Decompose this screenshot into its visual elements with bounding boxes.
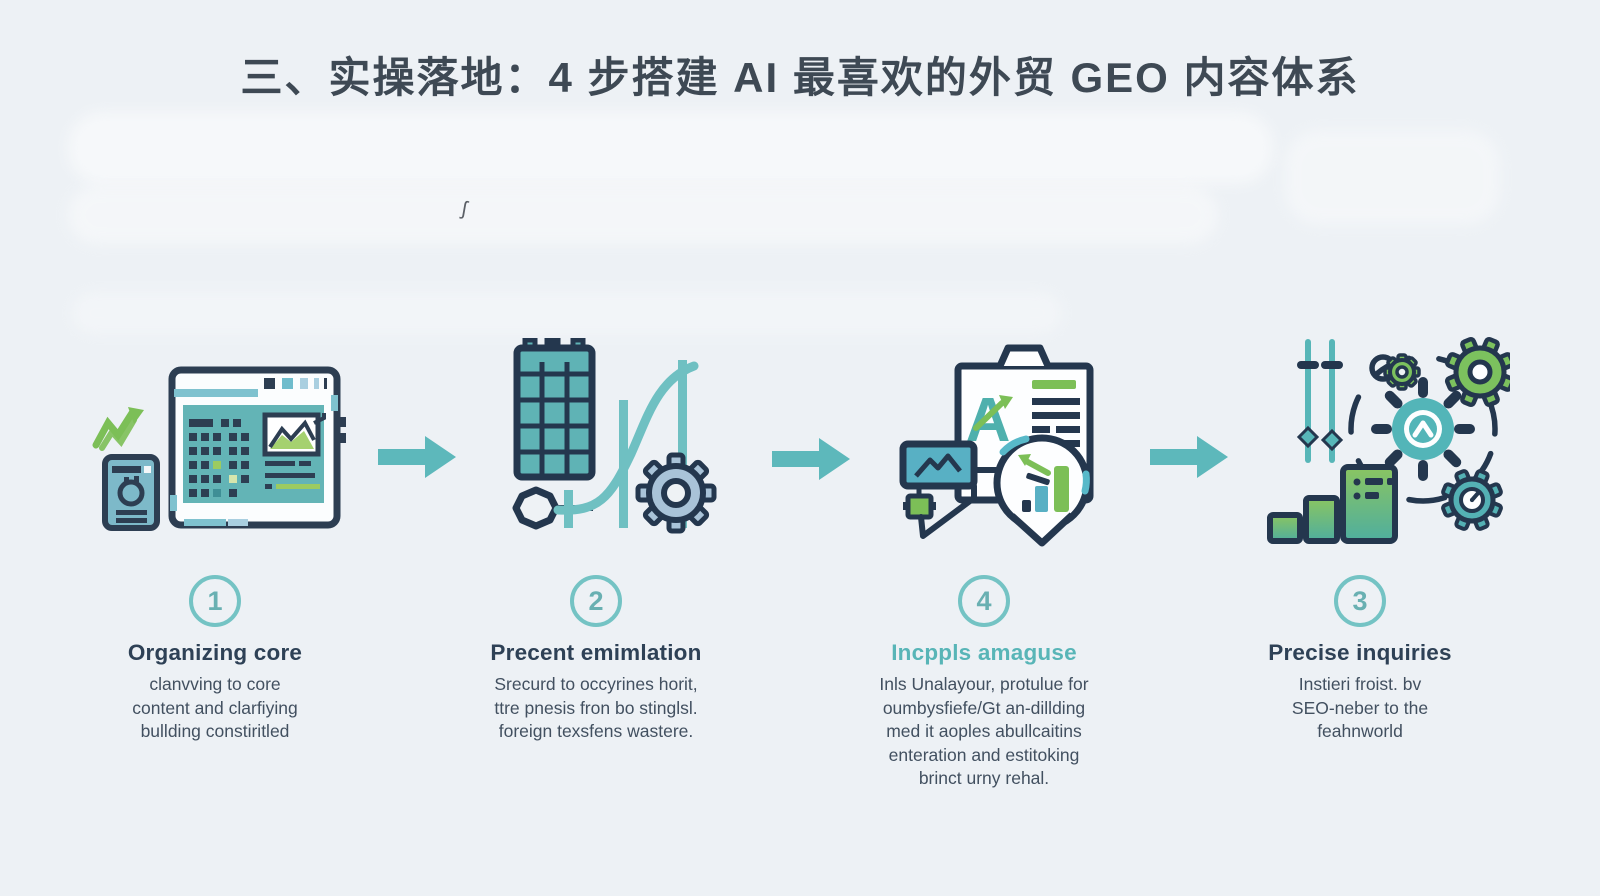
step-column-2: 2 Precent emimlation Srecurd to occyrine… — [436, 575, 756, 744]
step-body: Instieri froist. bv SEO-neber to the fea… — [1291, 674, 1429, 741]
step-heading: Incppls amaguse — [891, 640, 1077, 665]
arrow-right-icon — [1150, 436, 1228, 478]
step-column-1: 1 Organizing core clanvving to core cont… — [55, 575, 375, 744]
faded-text-ghost — [1285, 130, 1500, 225]
page-title: 三、实操落地：4 步搭建 AI 最喜欢的外贸 GEO 内容体系 — [240, 54, 1360, 101]
step-number-badge: 3 — [1334, 575, 1386, 627]
step-body: clanvving to core content and clarfiying… — [132, 674, 298, 741]
faded-text-ghost — [72, 292, 1062, 334]
step-body: Inls Unalayour, protulue for oumbysfiefe… — [879, 674, 1089, 788]
content-dashboard-icon — [92, 366, 346, 531]
step-body: Srecurd to occyrines horit, ttre pnesis … — [494, 674, 698, 741]
faded-text-ghost — [68, 186, 1218, 244]
step-column-4: 3 Precise inquiries Instieri froist. bv … — [1200, 575, 1520, 744]
gears-automation-icon — [1267, 336, 1510, 544]
building-growth-chart-icon — [512, 338, 717, 534]
step-column-3: 4 Incppls amaguse Inls Unalayour, protul… — [824, 575, 1144, 791]
document-analysis-pin-icon: A — [899, 344, 1094, 547]
step-heading: Precise inquiries — [1268, 640, 1452, 665]
step-number-badge: 2 — [570, 575, 622, 627]
arrow-right-icon — [772, 438, 850, 480]
step-number-badge: 4 — [958, 575, 1010, 627]
step-heading: Precent emimlation — [490, 640, 702, 665]
faded-text-ghost — [68, 112, 1273, 184]
arrow-right-icon — [378, 436, 456, 478]
step-heading: Organizing core — [127, 640, 303, 665]
step-number-badge: 1 — [189, 575, 241, 627]
